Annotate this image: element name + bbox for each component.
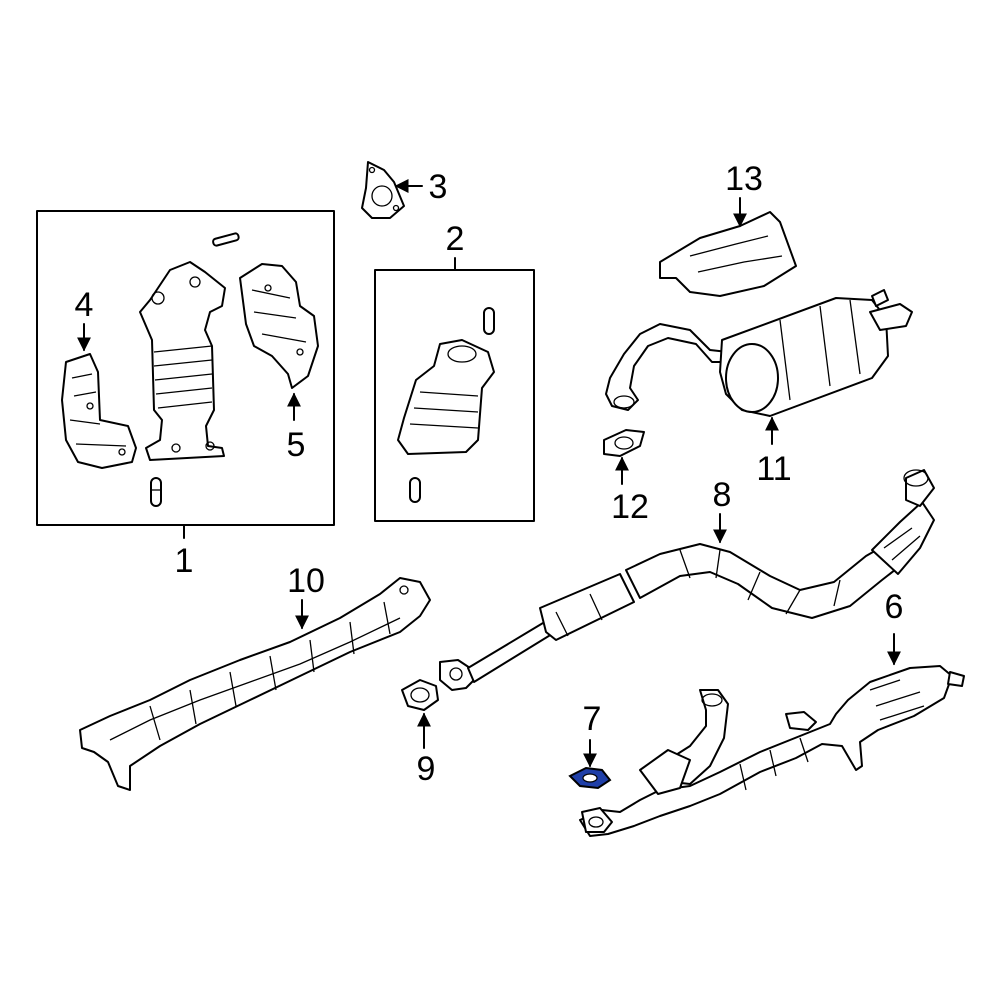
callout-9: 9 <box>417 712 436 788</box>
callout-4: 4 <box>75 286 94 352</box>
callout-3: 3 <box>394 168 448 206</box>
svg-text:6: 6 <box>885 588 904 626</box>
part-9-gasket[interactable] <box>401 679 439 711</box>
svg-text:2: 2 <box>446 220 465 258</box>
callout-12: 12 <box>611 456 649 526</box>
callout-5: 5 <box>287 392 306 464</box>
callout-1: 1 <box>175 542 194 580</box>
group-box-1 <box>36 210 335 539</box>
svg-text:11: 11 <box>756 450 791 488</box>
callout-7: 7 <box>583 700 602 768</box>
part-8-intermediate-pipe[interactable] <box>439 469 935 691</box>
svg-text:1: 1 <box>175 542 194 580</box>
callout-13: 13 <box>725 160 763 228</box>
part-7-gasket[interactable] <box>568 766 612 790</box>
part-12-gasket[interactable] <box>603 429 645 457</box>
callout-11: 11 <box>756 416 792 488</box>
svg-text:10: 10 <box>287 562 325 600</box>
part-13-heat-shield[interactable] <box>659 211 797 297</box>
svg-text:4: 4 <box>75 286 94 324</box>
svg-text:3: 3 <box>429 168 448 206</box>
svg-text:7: 7 <box>583 700 602 738</box>
group-box-2 <box>374 257 535 522</box>
svg-text:9: 9 <box>417 750 436 788</box>
svg-text:5: 5 <box>287 426 306 464</box>
part-1-catalytic-converter[interactable] <box>139 232 240 507</box>
part-5-heat-shield[interactable] <box>239 263 319 389</box>
callout-10: 10 <box>287 562 325 630</box>
callout-6: 6 <box>885 588 904 666</box>
callout-8: 8 <box>713 476 732 544</box>
svg-text:13: 13 <box>725 160 763 198</box>
part-6-front-pipe[interactable] <box>579 665 965 837</box>
svg-text:8: 8 <box>713 476 732 514</box>
part-10-heat-shield[interactable] <box>79 577 431 791</box>
part-3-gasket[interactable] <box>361 161 405 219</box>
part-4-heat-shield[interactable] <box>61 353 137 469</box>
part-2-catalytic-converter[interactable] <box>397 307 495 503</box>
svg-text:12: 12 <box>611 488 649 526</box>
part-11-muffler[interactable] <box>605 289 913 417</box>
callout-2: 2 <box>446 220 465 258</box>
